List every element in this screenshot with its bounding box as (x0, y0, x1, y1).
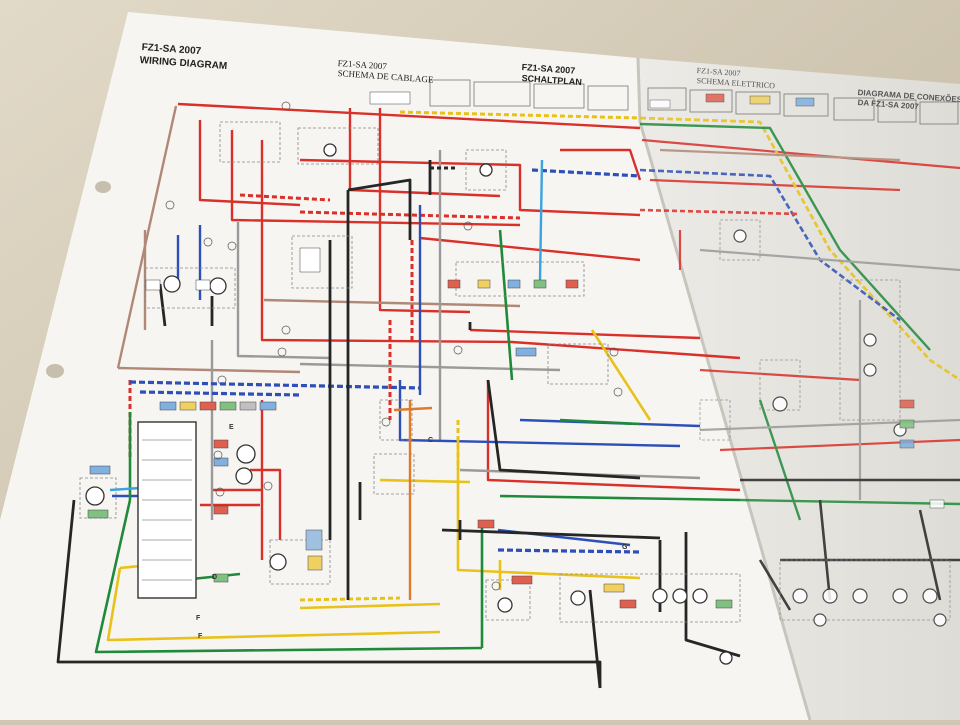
wiring-right (639, 116, 960, 611)
punch-hole (95, 181, 111, 193)
connector-label: C (428, 437, 434, 444)
connector-label: F (196, 615, 201, 622)
right-page (638, 58, 960, 720)
ecu-block (137, 421, 197, 599)
punch-hole (46, 364, 64, 378)
connector-label: F (198, 633, 203, 640)
components-left (79, 91, 741, 665)
wiring-left (56, 102, 741, 689)
connector-label: E (229, 424, 234, 431)
connector-label: G (622, 544, 628, 551)
components-right (649, 93, 951, 627)
header-boxes (429, 79, 959, 125)
page-fold (636, 57, 812, 721)
connector-label: D (212, 574, 218, 581)
